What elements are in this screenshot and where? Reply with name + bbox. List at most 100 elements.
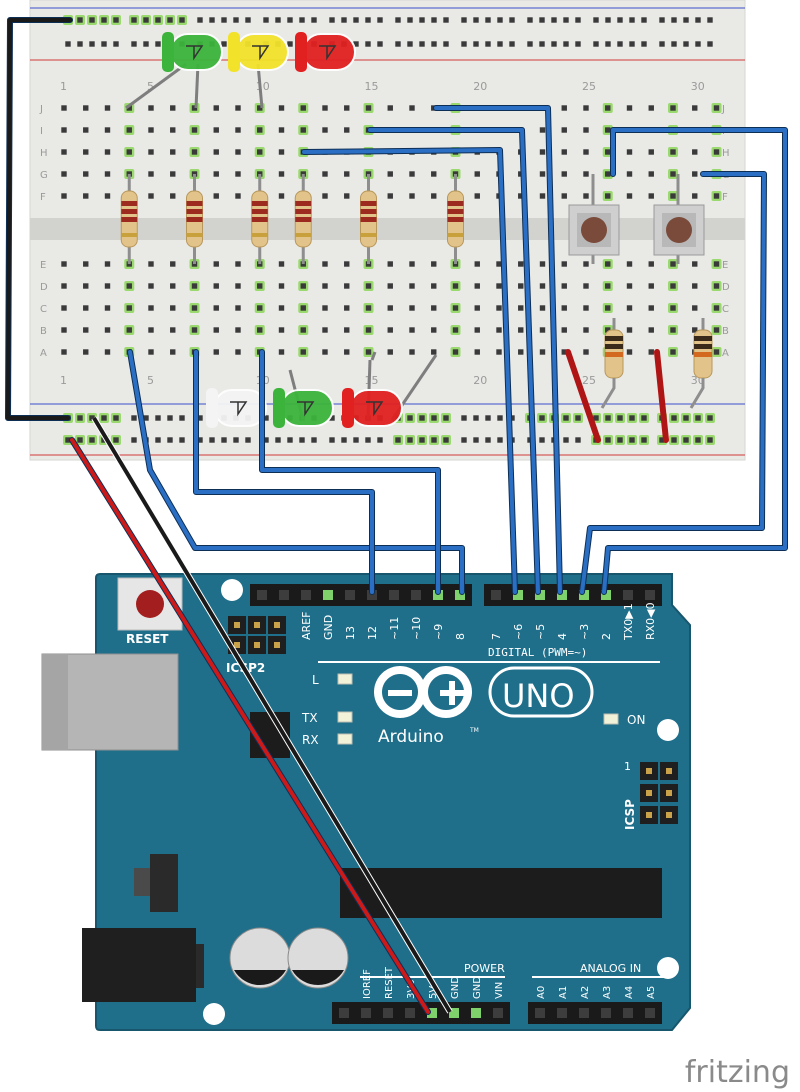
breadboard-hole — [713, 105, 720, 111]
breadboard-hole — [626, 349, 633, 355]
breadboard-hole — [551, 17, 557, 23]
resistor — [360, 174, 377, 264]
digital-pin-label: ~5 — [534, 624, 547, 640]
breadboard-hole — [461, 41, 467, 47]
led-body — [349, 389, 403, 427]
breadboard-hole — [213, 193, 219, 199]
ground-wire-arduino — [92, 416, 452, 1014]
breadboard-hole — [692, 305, 698, 311]
atmega-chip — [340, 868, 662, 918]
breadboard-hole — [671, 17, 677, 23]
breadboard-hole — [257, 305, 263, 311]
breadboard-hole — [300, 105, 306, 111]
digital-pin-label: 13 — [344, 626, 357, 640]
breadboard-hole — [575, 415, 581, 421]
breadboard-hole — [83, 171, 89, 177]
breadboard-hole — [683, 437, 689, 443]
resistor-band — [295, 209, 312, 214]
breadboard-hole — [104, 305, 111, 311]
breadboard-hole — [485, 41, 491, 47]
breadboard-hole — [683, 17, 689, 23]
breadboard-hole — [583, 149, 589, 155]
breadboard-hole — [626, 105, 633, 111]
header-socket — [455, 590, 465, 600]
column-number-top: 15 — [365, 80, 379, 93]
breadboard-hole — [474, 349, 480, 355]
header-socket — [257, 590, 267, 600]
button-power-jumper — [565, 349, 601, 443]
breadboard-hole — [551, 41, 557, 47]
header-socket — [645, 590, 655, 600]
row-letter-left: H — [40, 148, 48, 159]
header-socket — [535, 1008, 545, 1018]
icsp-header — [640, 762, 678, 824]
resistor-band — [121, 233, 138, 237]
digital-pin-label: GND — [322, 615, 335, 640]
header-socket — [535, 590, 545, 600]
breadboard-hole — [387, 349, 393, 355]
resistor — [294, 174, 312, 264]
analog-pin-label: A3 — [602, 986, 613, 999]
led-rim — [273, 388, 285, 428]
breadboard-hole — [179, 415, 185, 421]
breadboard-hole — [148, 283, 154, 289]
breadboard-hole — [695, 41, 701, 47]
breadboard-hole — [474, 305, 480, 311]
breadboard-hole — [344, 261, 350, 267]
breadboard-hole — [131, 41, 137, 47]
digital-pin-label: 7 — [490, 633, 503, 640]
breadboard-hole — [235, 327, 241, 333]
column-number-bottom: 20 — [473, 374, 487, 387]
breadboard-hole — [518, 305, 524, 311]
breadboard-hole — [235, 305, 241, 311]
breadboard-hole — [148, 127, 154, 133]
breadboard-hole — [263, 415, 269, 421]
breadboard-hole — [83, 349, 89, 355]
wire-to-pin-8 — [128, 350, 464, 594]
resistor-band — [447, 201, 464, 206]
breadboard-hole — [148, 305, 154, 311]
led-body — [213, 389, 267, 427]
breadboard-hole — [527, 17, 533, 23]
breadboard-hole — [539, 261, 546, 267]
breadboard-hole — [213, 105, 219, 111]
breadboard-hole — [605, 327, 611, 333]
breadboard-hole — [629, 41, 635, 47]
breadboard-hole — [275, 437, 281, 443]
breadboard-hole — [561, 261, 567, 267]
row-letter-left: I — [40, 126, 43, 137]
breadboard-hole — [104, 193, 111, 199]
breadboard-hole — [322, 261, 328, 267]
breadboard-hole — [626, 171, 633, 177]
breadboard-hole — [474, 283, 480, 289]
wire-to-pin-6 — [302, 148, 517, 594]
breadboard-hole — [344, 171, 350, 177]
analog-pin-label: A4 — [624, 986, 635, 999]
resistor-band — [447, 233, 464, 237]
breadboard-hole — [126, 127, 132, 133]
breadboard-hole — [461, 17, 467, 23]
breadboard-hole — [605, 105, 611, 111]
breadboard-hole — [197, 415, 203, 421]
breadboard-hole — [77, 17, 83, 23]
breadboard-hole — [695, 415, 701, 421]
breadboard-hole — [518, 327, 524, 333]
breadboard-hole — [575, 437, 581, 443]
breadboard-hole — [561, 283, 567, 289]
breadboard-hole — [170, 127, 176, 133]
breadboard-hole — [605, 17, 611, 23]
breadboard-hole — [692, 171, 698, 177]
breadboard-hole — [626, 261, 633, 267]
breadboard-hole — [299, 437, 305, 443]
header-pin — [254, 622, 260, 628]
breadboard-hole — [311, 17, 317, 23]
breadboard-hole — [539, 171, 546, 177]
breadboard-hole — [113, 415, 119, 421]
breadboard-hole — [278, 127, 285, 133]
breadboard-hole — [707, 41, 713, 47]
status-led-l — [337, 673, 353, 685]
breadboard-hole — [496, 283, 502, 289]
breadboard-hole — [170, 261, 176, 267]
